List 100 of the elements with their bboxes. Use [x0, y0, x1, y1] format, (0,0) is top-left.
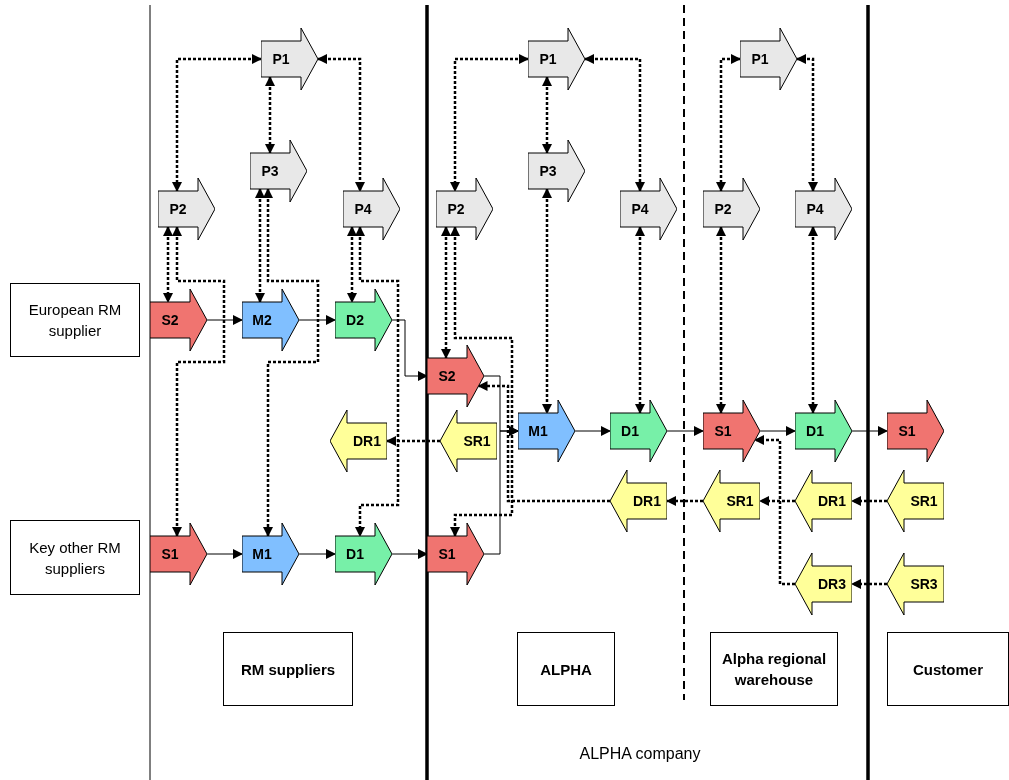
process-step	[703, 470, 760, 532]
dotted-arrow	[754, 435, 795, 586]
step-code: SR3	[909, 575, 939, 593]
process-step	[795, 553, 852, 615]
process-step	[528, 140, 585, 202]
step-code: P4	[805, 200, 825, 218]
dotted-arrow	[716, 226, 726, 414]
dotted-arrow	[584, 54, 645, 192]
dotted-arrow	[355, 226, 400, 537]
lane-label: Alpha regional warehouse	[720, 649, 828, 690]
arrow	[666, 426, 704, 436]
process-step	[518, 400, 575, 462]
step-code: P1	[538, 50, 558, 68]
lane-label-box	[223, 632, 353, 706]
dotted-arrow	[851, 579, 887, 589]
dotted-arrow	[450, 54, 529, 192]
arrow	[298, 315, 336, 325]
dotted-arrow	[386, 436, 440, 446]
process-step	[528, 28, 585, 90]
dotted-arrow	[851, 496, 887, 506]
step-code: S1	[437, 545, 457, 563]
process-step	[440, 410, 497, 472]
dotted-arrow	[172, 226, 226, 537]
process-step	[610, 400, 667, 462]
step-code: M1	[527, 422, 549, 440]
lane-label-box	[10, 520, 140, 595]
process-step	[887, 553, 944, 615]
step-code: P2	[713, 200, 733, 218]
dotted-arrow	[450, 226, 514, 537]
arrow	[851, 426, 888, 436]
step-code: P4	[353, 200, 373, 218]
dotted-arrow	[265, 76, 275, 154]
process-step	[335, 289, 392, 351]
step-code: S2	[160, 311, 180, 329]
arrow	[483, 426, 519, 555]
process-step	[261, 28, 318, 90]
dotted-arrow	[542, 188, 552, 414]
step-code: D1	[345, 545, 365, 563]
dotted-arrow	[635, 226, 645, 414]
lane-label: ALPHA	[540, 659, 592, 680]
step-code: P2	[168, 200, 188, 218]
step-code: P1	[271, 50, 291, 68]
dotted-arrow	[263, 188, 320, 537]
step-code: S1	[160, 545, 180, 563]
step-code: D1	[620, 422, 640, 440]
process-step	[427, 523, 484, 585]
lane-label-box	[10, 283, 140, 357]
arrow	[206, 315, 243, 325]
dotted-arrow	[477, 381, 610, 503]
process-step	[795, 470, 852, 532]
process-step	[703, 400, 760, 462]
process-step	[887, 470, 944, 532]
step-code: DR1	[352, 432, 382, 450]
step-code: S1	[897, 422, 917, 440]
process-step	[242, 523, 299, 585]
step-code: DR1	[817, 492, 847, 510]
process-step	[795, 178, 852, 240]
dotted-arrow	[666, 496, 703, 506]
step-code: P1	[750, 50, 770, 68]
process-step	[427, 345, 484, 407]
step-code: P3	[538, 162, 558, 180]
process-step	[335, 523, 392, 585]
lane-label: European RM supplier	[27, 300, 123, 341]
dotted-arrow	[796, 54, 818, 192]
step-code: S2	[437, 367, 457, 385]
process-step	[250, 140, 307, 202]
dotted-arrow	[716, 54, 741, 192]
lane-label-box	[710, 632, 838, 706]
dotted-arrow	[808, 226, 818, 414]
arrow	[391, 549, 428, 559]
arrow	[391, 319, 428, 381]
arrow	[298, 549, 336, 559]
step-code: DR3	[817, 575, 847, 593]
process-step	[740, 28, 797, 90]
lane-label-box	[887, 632, 1009, 706]
arrow	[206, 549, 243, 559]
dotted-arrow	[542, 76, 552, 154]
process-step	[343, 178, 400, 240]
step-code: DR1	[632, 492, 662, 510]
lane-label: Customer	[913, 659, 983, 680]
group-caption: ALPHA company	[578, 744, 702, 764]
process-step	[150, 523, 207, 585]
lane-label: RM suppliers	[240, 659, 336, 680]
step-code: P3	[260, 162, 280, 180]
dotted-arrow	[441, 226, 451, 359]
dotted-arrow	[347, 226, 357, 303]
process-step	[795, 400, 852, 462]
step-code: D2	[345, 311, 365, 329]
dotted-arrow	[759, 496, 795, 506]
dotted-arrow	[163, 226, 173, 303]
step-code: D1	[805, 422, 825, 440]
process-step	[887, 400, 944, 462]
lane-label: Key other RM suppliers	[28, 537, 122, 579]
step-code: M1	[251, 545, 273, 563]
dotted-arrow	[317, 54, 365, 192]
step-code: M2	[251, 311, 273, 329]
process-step	[610, 470, 667, 532]
process-step	[330, 410, 387, 472]
step-code: SR1	[462, 432, 492, 450]
step-code: P2	[446, 200, 466, 218]
